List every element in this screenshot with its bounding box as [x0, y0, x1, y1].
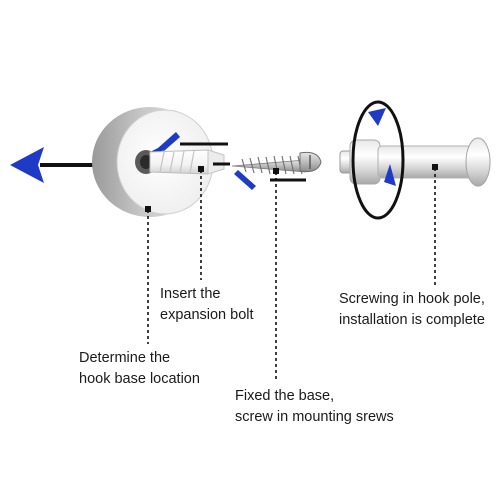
rotation-arrow-icon-lower [384, 164, 396, 186]
hook-pole [339, 137, 491, 187]
rotation-ring [351, 100, 405, 220]
step-label-insert-bolt: Insert the expansion bolt [160, 284, 254, 326]
step-label-screw-hook-pole: Screwing in hook pole, installation is c… [339, 289, 485, 331]
leader-markers [145, 164, 438, 212]
step-label-line: Determine the [79, 350, 171, 366]
step-label-fix-base: Fixed the base, screw in mounting srews [235, 386, 394, 428]
step-label-line: hook base location [79, 371, 200, 387]
step-label-line: Insert the [160, 286, 221, 302]
step-label-line: Screwing in hook pole, [339, 291, 485, 307]
leader-lines [147, 168, 436, 380]
rotation-arrow-icon [368, 108, 386, 126]
step-label-line: installation is complete [339, 312, 485, 328]
expansion-bolt [149, 149, 225, 175]
step-label-determine-location: Determine the hook base location [79, 348, 200, 390]
disc-rotation-mark-icon [158, 132, 180, 151]
screw-rotation-mark-icon [234, 170, 256, 190]
step-label-line: Fixed the base, [235, 388, 335, 404]
step-label-line: screw in mounting srews [235, 409, 394, 425]
direction-arrow-icon [10, 147, 44, 183]
step-label-line: expansion bolt [160, 307, 254, 323]
